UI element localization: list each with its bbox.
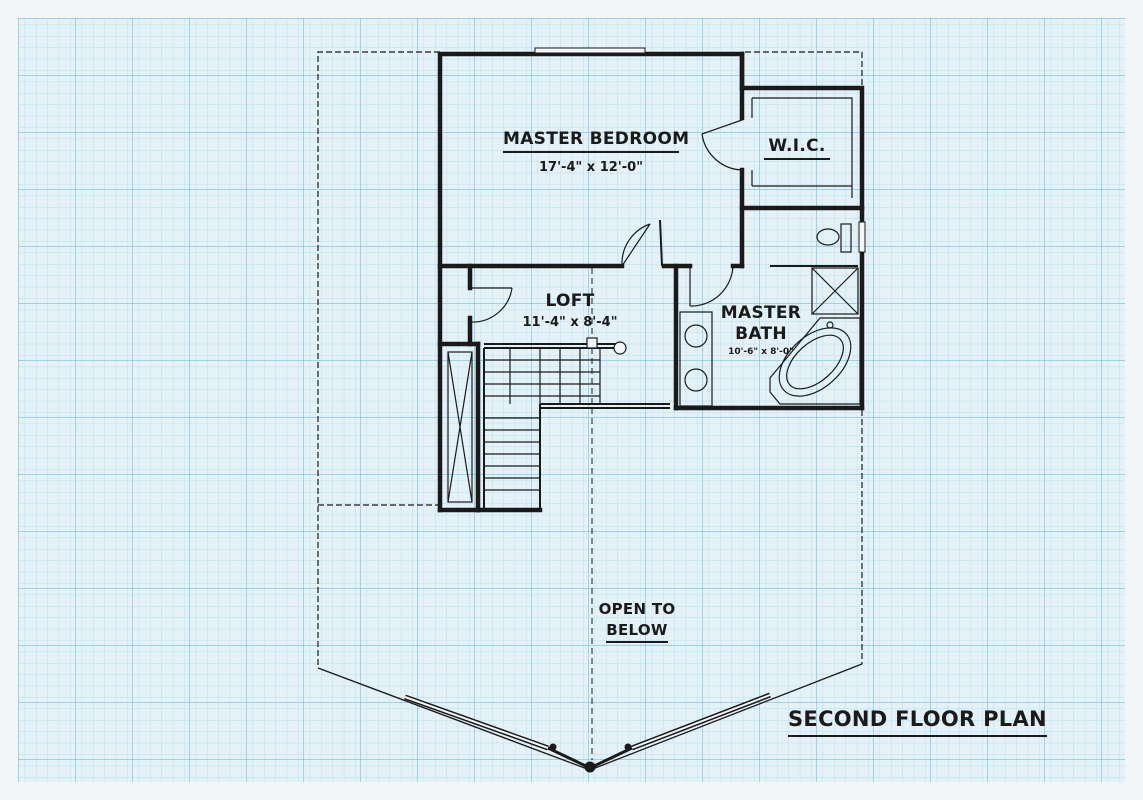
front-window-walls [317, 663, 863, 773]
loft-label: LOFT 11'-4" x 8'-4" [512, 291, 628, 330]
wic-label: W.I.C. [764, 138, 830, 160]
wic-name: W.I.C. [764, 138, 830, 160]
loft-name: LOFT [545, 291, 595, 311]
master-bath-dimensions: 10'-6" x 8'-0" [728, 347, 794, 357]
master-bedroom-name: MASTER BEDROOM [503, 131, 689, 153]
master-bath-name-line2: BATH [735, 324, 787, 344]
open-to-below-label: OPEN TO BELOW [597, 602, 677, 643]
master-bath-label: MASTER BATH 10'-6" x 8'-0" [706, 305, 816, 357]
interior-details [447, 97, 861, 510]
walls [437, 51, 865, 513]
loft-dimensions: 11'-4" x 8'-4" [522, 315, 618, 330]
master-bedroom-dimensions: 17'-4" x 12'-0" [538, 160, 643, 175]
master-bedroom-label: MASTER BEDROOM 17'-4" x 12'-0" [503, 131, 689, 175]
roof-overhang-outline [317, 51, 863, 668]
open-to-below-line2: BELOW [606, 623, 668, 643]
plan-title: SECOND FLOOR PLAN [788, 709, 1047, 737]
windows [534, 47, 866, 253]
master-bath-name-line1: MASTER [720, 303, 802, 323]
open-to-below-line1: OPEN TO [598, 600, 676, 618]
